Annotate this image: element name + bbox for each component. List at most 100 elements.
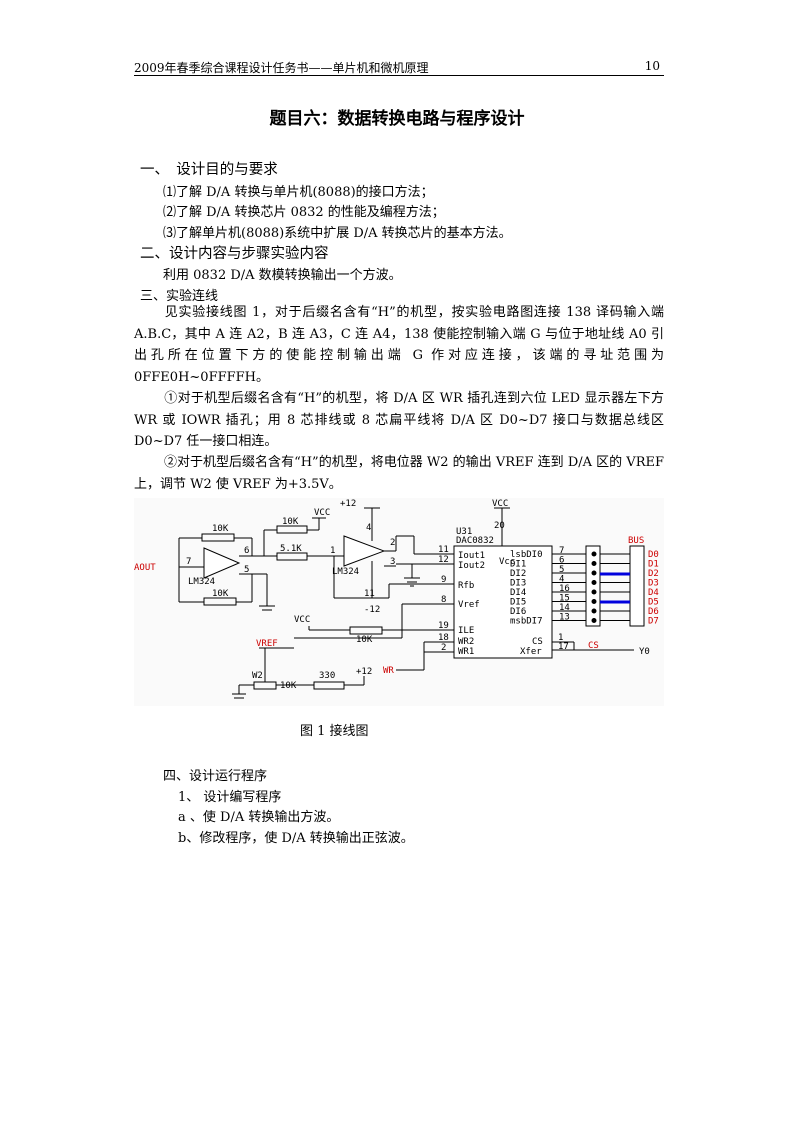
label-plus12-top: +12 — [340, 499, 356, 509]
label-wr: WR — [383, 666, 394, 676]
label-pin4: 4 — [366, 523, 371, 533]
label-p2b: 2 — [441, 643, 446, 653]
bus-line-label: D1 — [648, 560, 659, 570]
page-header: 2009年春季综合课程设计任务书——单片机和微机原理 10 — [134, 55, 664, 76]
wiring-diagram: +12 VCC VCC VCC 10K 10K 5.1K 10K 10K 330… — [134, 498, 664, 706]
label-op-p2: 2 — [390, 538, 395, 548]
connector-pin-6 — [591, 608, 597, 614]
section3-heading: 三、实验连线 — [140, 289, 219, 304]
data-pin-number: 15 — [559, 594, 570, 604]
section2-heading: 二、设计内容与步骤实验内容 — [140, 246, 329, 262]
label-vcc-left: VCC — [294, 615, 310, 625]
label-aout: AOUT — [134, 563, 156, 573]
bus-line-label: D2 — [648, 569, 659, 579]
page-title: 题目六：数据转换电路与程序设计 — [269, 109, 525, 129]
figure-caption: 图 1 接线图 — [300, 724, 369, 739]
label-p19: 19 — [438, 621, 449, 631]
label-vcc-u31: VCC — [492, 499, 508, 509]
label-xfer: Xfer — [520, 647, 542, 657]
label-y0: Y0 — [639, 647, 650, 657]
section3-paragraph-1: 见实验接线图 1，对于后缀名含有“H”的机型，按实验电路图连接 138 译码输入… — [134, 305, 664, 385]
data-pin-name: DI4 — [510, 588, 526, 598]
label-lm324-b: LM324 — [332, 567, 359, 577]
label-vref: VREF — [256, 639, 278, 649]
wiring-schematic: +12 VCC VCC VCC 10K 10K 5.1K 10K 10K 330… — [134, 499, 659, 699]
label-pin20: 20 — [494, 521, 505, 531]
label-wr1: WR1 — [458, 647, 474, 657]
label-p12: 12 — [438, 555, 449, 565]
label-wr2: WR2 — [458, 637, 474, 647]
data-pin-number: 13 — [559, 613, 570, 623]
section4-item-b: b、修改程序，使 D/A 转换输出正弦波。 — [178, 831, 414, 846]
data-pin-number: 4 — [559, 575, 564, 585]
label-r10k-c: 10K — [212, 589, 229, 599]
section4-sub1: 1、 设计编写程序 — [178, 790, 282, 805]
header-title: 2009年春季综合课程设计任务书——单片机和微机原理 — [134, 61, 429, 75]
section1-item-3: ⑶了解单片机(8088)系统中扩展 D/A 转换芯片的基本方法。 — [163, 226, 512, 241]
bus-line-label: D7 — [648, 617, 659, 627]
bus-line-label: D4 — [648, 588, 659, 598]
label-vref-pin: Vref — [458, 600, 480, 610]
label-minus12: -12 — [364, 605, 380, 615]
connector-pin-1 — [591, 561, 597, 566]
label-dac: DAC0832 — [456, 536, 494, 546]
connector-pin-5 — [591, 599, 597, 604]
label-p8: 8 — [441, 595, 446, 605]
data-pin-name: DI6 — [510, 607, 526, 617]
label-iout2: Iout2 — [458, 561, 485, 571]
label-rfb: Rfb — [458, 581, 474, 591]
data-pin-number: 14 — [559, 603, 570, 613]
label-ile: ILE — [458, 626, 474, 636]
data-pin-name: DI3 — [510, 579, 526, 589]
section4-item-a: a 、使 D/A 转换输出方波。 — [178, 810, 340, 825]
label-lm324-a: LM324 — [188, 577, 215, 587]
section2-body: 利用 0832 D/A 数模转换输出一个方波。 — [163, 268, 402, 283]
bus-line-label: D5 — [648, 598, 659, 608]
label-op-p1: 1 — [330, 546, 335, 556]
label-op-p7: 7 — [186, 557, 191, 567]
data-pin-name: lsbDI0 — [510, 550, 543, 560]
label-w2-value: 10K — [280, 681, 297, 691]
section1-item-2: ⑵了解 D/A 转换芯片 0832 的性能及编程方法； — [163, 205, 445, 220]
label-w2: W2 — [252, 671, 263, 681]
section1-item-1: ⑴了解 D/A 转换与单片机(8088)的接口方法； — [163, 185, 434, 200]
label-cs-pin: CS — [532, 637, 543, 647]
label-r10k-b: 10K — [282, 517, 299, 527]
label-iout1: Iout1 — [458, 551, 485, 561]
label-op-p3: 3 — [390, 557, 395, 567]
bus-line-label: D0 — [648, 550, 659, 560]
data-pin-number: 16 — [559, 584, 570, 594]
connector-pin-0 — [591, 551, 597, 557]
page-number: 10 — [644, 59, 660, 73]
label-p17: 17 — [558, 642, 569, 652]
data-pin-number: 6 — [559, 556, 564, 566]
label-cs: CS — [588, 641, 599, 651]
connector-pin-3 — [591, 580, 597, 585]
label-plus12-bottom: +12 — [356, 667, 372, 677]
label-p9: 9 — [441, 575, 446, 585]
label-r330: 330 — [319, 671, 335, 681]
bus-line-label: D3 — [648, 579, 659, 589]
label-r51k: 5.1K — [280, 544, 302, 554]
connector-pin-4 — [591, 589, 597, 595]
label-op-p6: 6 — [244, 546, 249, 556]
label-r10k-d: 10K — [356, 635, 373, 645]
section3-paragraph-2: ①对于机型后缀名含有“H”的机型，将 D/A 区 WR 插孔连到六位 LED 显… — [134, 391, 664, 449]
data-pin-name: DI2 — [510, 569, 526, 579]
label-vcc-top: VCC — [314, 508, 330, 518]
label-u31: U31 — [456, 527, 472, 537]
data-pin-number: 7 — [559, 546, 564, 556]
label-p18: 18 — [438, 633, 449, 643]
label-p1: 1 — [558, 633, 563, 643]
data-pin-number: 5 — [559, 565, 564, 575]
section4-heading: 四、设计运行程序 — [163, 769, 268, 784]
bus-line-label: D6 — [648, 607, 659, 617]
section1-heading: 一、 设计目的与要求 — [140, 162, 278, 178]
label-r10k-a: 10K — [212, 524, 229, 534]
connector-pin-7 — [591, 618, 597, 623]
connector-pin-2 — [591, 570, 597, 576]
section3-paragraph-3: ②对于机型后缀名含有“H”的机型，将电位器 W2 的输出 VREF 连到 D/A… — [134, 455, 664, 492]
data-pin-name: DI5 — [510, 598, 526, 608]
label-op-p5: 5 — [244, 565, 249, 575]
label-p11: 11 — [438, 545, 449, 555]
